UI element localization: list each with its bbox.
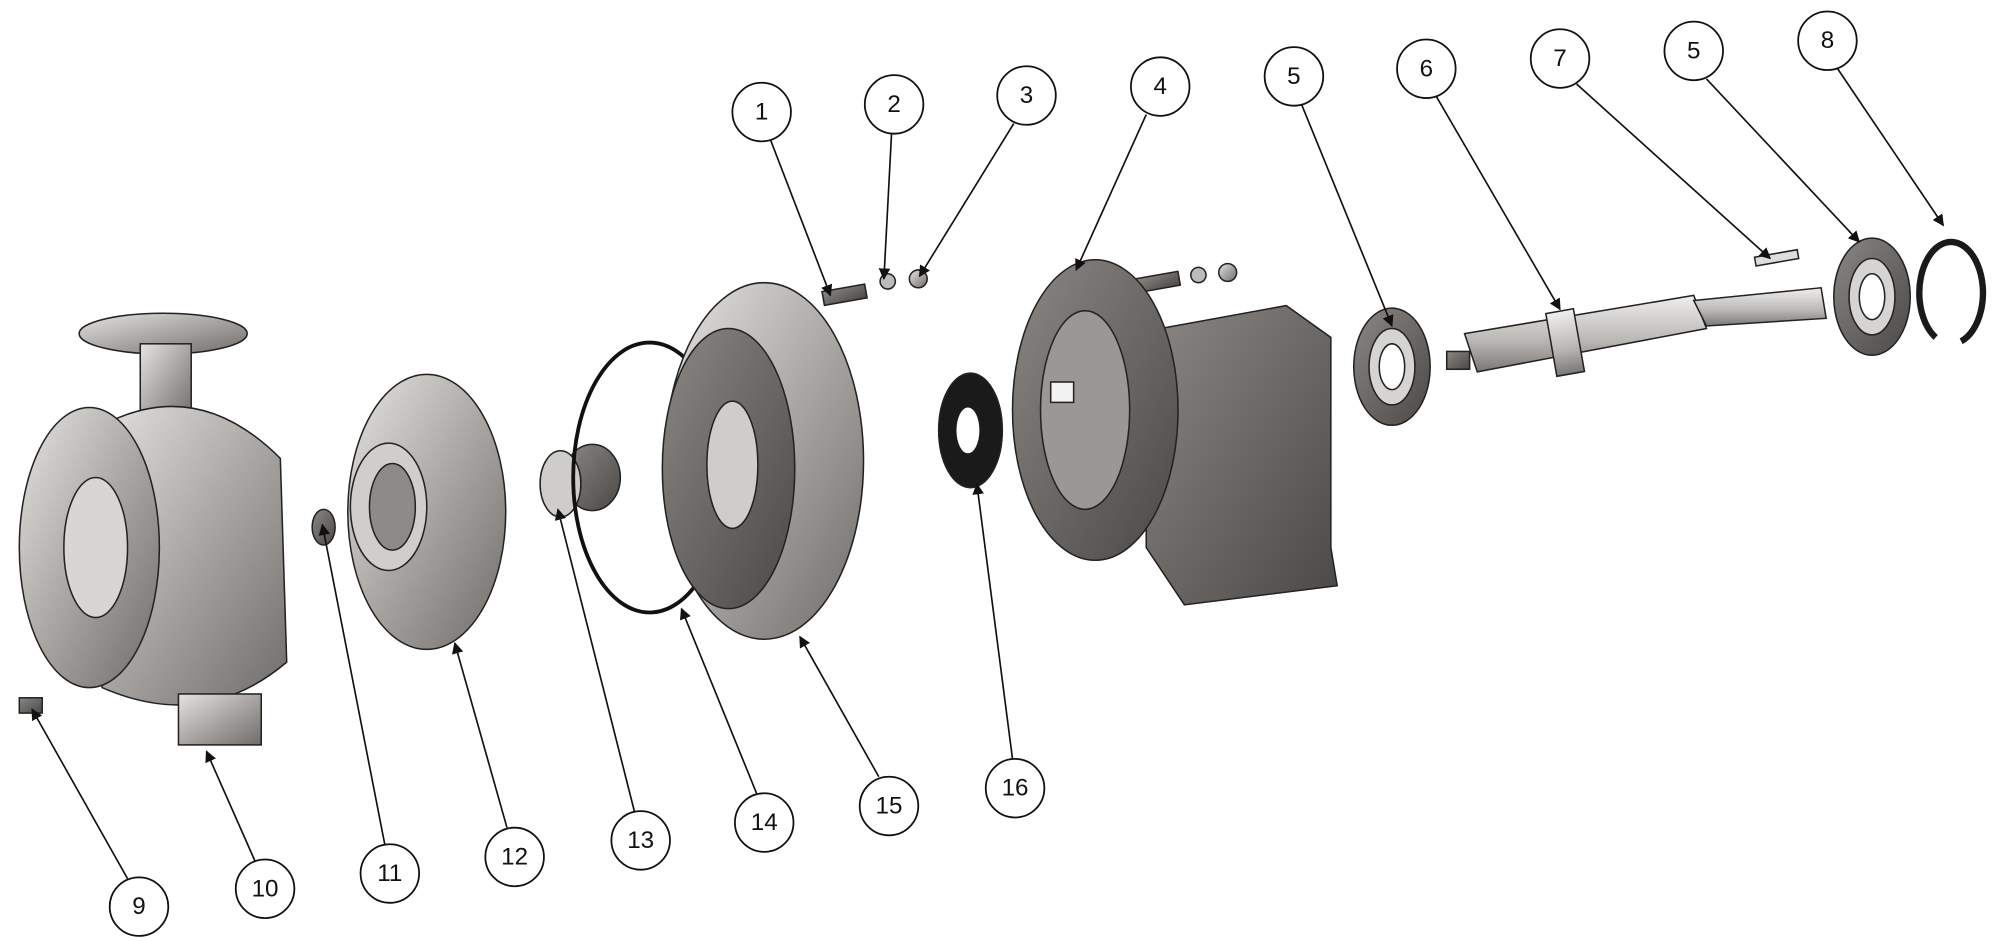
seal-washer (937, 372, 1004, 489)
svg-text:3: 3 (1020, 82, 1033, 109)
drain-plug (18, 697, 43, 714)
svg-text:5: 5 (1287, 63, 1300, 90)
svg-text:11: 11 (377, 860, 402, 887)
svg-text:16: 16 (1002, 775, 1029, 802)
balloon-1: 1 (731, 81, 792, 143)
circlip (1916, 238, 1987, 345)
leader-lines (31, 68, 1945, 880)
balloon-12: 12 (484, 826, 545, 888)
svg-text:5: 5 (1687, 37, 1700, 64)
balloon-16: 16 (984, 758, 1046, 819)
shaft-key (1753, 248, 1800, 267)
balloon-9: 9 (108, 876, 170, 937)
svg-text:8: 8 (1821, 27, 1834, 54)
balloon-13: 13 (610, 810, 671, 871)
balloon-3: 3 (996, 65, 1057, 126)
impeller (347, 373, 507, 651)
balloon-8: 8 (1797, 10, 1858, 71)
balloon-11: 11 (359, 843, 421, 904)
svg-text:6: 6 (1420, 55, 1433, 82)
balloon-5b: 5 (1663, 20, 1724, 82)
balloon-2: 2 (863, 74, 925, 135)
balloon-6: 6 (1396, 38, 1457, 99)
svg-text:13: 13 (627, 827, 654, 854)
pump-casing (18, 312, 288, 746)
svg-text:10: 10 (252, 875, 279, 902)
svg-text:15: 15 (876, 793, 903, 820)
balloon-5a: 5 (1263, 46, 1325, 107)
svg-text:2: 2 (887, 91, 900, 118)
svg-text:14: 14 (751, 809, 778, 836)
bearing (1352, 237, 1911, 427)
svg-text:12: 12 (501, 843, 528, 870)
balloon-4: 4 (1130, 56, 1191, 117)
wear-ring (539, 443, 622, 518)
balloon-7: 7 (1529, 28, 1591, 89)
shaft (1445, 286, 1828, 378)
balloon-14: 14 (734, 792, 795, 853)
balloon-10: 10 (234, 858, 296, 919)
svg-text:1: 1 (755, 99, 768, 126)
bearing-bracket (1011, 258, 1339, 606)
casing-cover (661, 281, 865, 640)
balloon-15: 15 (858, 775, 920, 837)
svg-text:7: 7 (1553, 45, 1566, 72)
svg-text:9: 9 (132, 893, 145, 920)
svg-text:4: 4 (1153, 73, 1166, 100)
